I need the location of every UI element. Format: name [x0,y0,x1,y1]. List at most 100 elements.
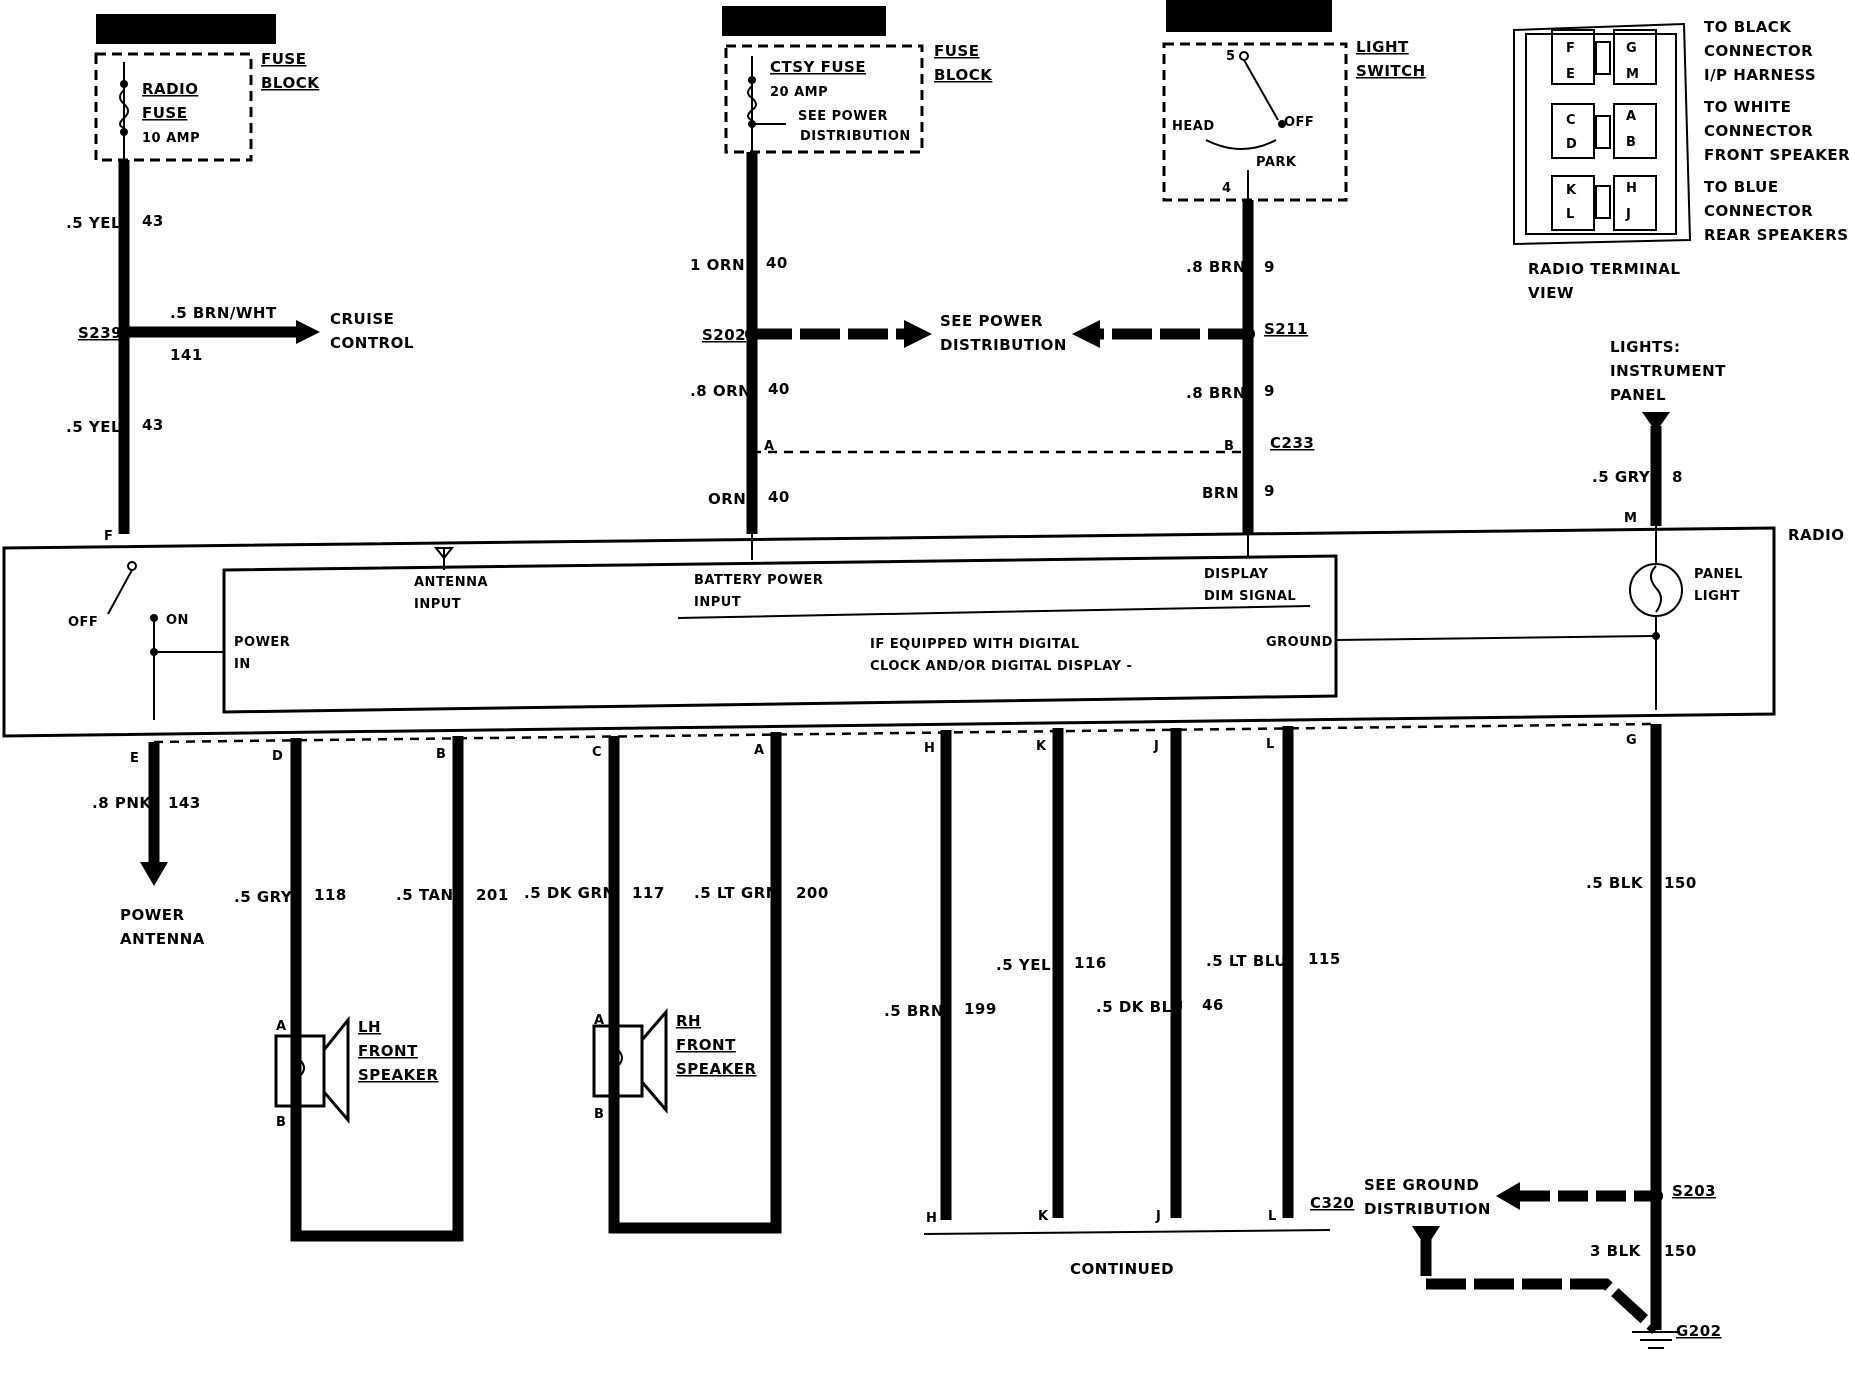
light-switch-park: PARK [1256,155,1297,170]
term-pin-H: H [1626,181,1637,196]
w201-color: .5 TAN [396,886,454,904]
title-bar-ctsy-fuse [722,6,886,36]
w143-num: 143 [168,794,201,812]
title-bar-light-switch [1166,0,1332,32]
w43b-color: .5 YEL [66,418,121,436]
radio-equipped1: IF EQUIPPED WITH DIGITAL [870,637,1080,652]
lights-arrow [1642,412,1670,432]
radio-display2: DIM SIGNAL [1204,589,1296,604]
w43b-num: 43 [142,416,164,434]
radio-fuse-title: FUSE [261,50,306,68]
splice-s203: S203 [1672,1182,1716,1200]
w46-color: .5 DK BLU [1096,998,1184,1016]
term-caption2: VIEW [1528,284,1574,302]
term-black-1: TO BLACK [1704,18,1792,36]
ground-g202: G202 [1676,1322,1722,1340]
antenna-arrow [140,862,168,886]
term-white-1: TO WHITE [1704,98,1791,116]
radio-equipped2: CLOCK AND/OR DIGITAL DISPLAY - [870,659,1132,674]
light-switch-head: HEAD [1172,119,1215,134]
light-switch-title2: SWITCH [1356,62,1426,80]
ctsy-fuse-note1: SEE POWER [798,109,888,124]
radio-power-in2: IN [234,657,251,672]
radio-display1: DISPLAY [1204,567,1269,582]
note-ground1: SEE GROUND [1364,1176,1479,1194]
w40a-num: 40 [766,254,788,272]
w46-num: 46 [1202,996,1224,1014]
note-antenna2: ANTENNA [120,930,205,948]
term-pin-J: J [1625,207,1631,222]
ctsy-fuse-title: FUSE [934,42,979,60]
w201-num: 201 [476,886,509,904]
pin-D: D [272,749,283,764]
cruise-arrow [296,320,320,344]
w116-num: 116 [1074,954,1107,972]
w150a-color: .5 BLK [1586,874,1644,892]
wire-118-201-loop [290,736,464,1242]
term-white-2: CONNECTOR [1704,122,1813,140]
pin-K: K [1036,739,1047,754]
splice-s239: S239 [78,324,122,342]
note-pwr2: DISTRIBUTION [940,336,1067,354]
splice-s202: S202 [702,326,746,344]
radio-panel2: LIGHT [1694,589,1740,604]
radio-battery1: BATTERY POWER [694,573,823,588]
lh-pin-b: B [276,1115,286,1130]
pin-J: J [1153,739,1159,754]
w9c-num: 9 [1264,482,1275,500]
radio-fuse-amp: 10 AMP [142,131,200,146]
pin-E: E [130,751,139,766]
w117-num: 117 [632,884,665,902]
term-pin-C: C [1566,113,1576,128]
term-pin-D: D [1566,137,1577,152]
radio-panel1: PANEL [1694,567,1743,582]
note-continued: CONTINUED [1070,1260,1174,1278]
rh-pin-a: A [594,1013,605,1028]
splice-s211: S211 [1264,320,1308,338]
w116-color: .5 YEL [996,956,1051,974]
note-antenna1: POWER [120,906,185,924]
w40c-color: ORN [708,490,746,508]
rh-speaker-2: FRONT [676,1036,736,1054]
radio-fuse-name2: FUSE [142,104,187,122]
lh-front-speaker [274,1015,350,1125]
term-caption1: RADIO TERMINAL [1528,260,1680,278]
w9b-color: .8 BRN [1186,384,1246,402]
radio-power-in1: POWER [234,635,290,650]
w8-color: .5 GRY [1592,468,1651,486]
w117-color: .5 DK GRN [524,884,616,902]
term-blue-1: TO BLUE [1704,178,1779,196]
pin-F: F [104,529,113,544]
w200-num: 200 [796,884,829,902]
w115-num: 115 [1308,950,1341,968]
radio-label: RADIO [1788,526,1844,544]
c320-pin-H: H [926,1211,937,1226]
light-switch-off: OFF [1284,115,1314,130]
radio-terminal-view: F G E M C A D B K H L J RADIO TERMINAL V… [1513,18,1850,302]
radio-fuse-block: RADIO FUSE 10 AMP FUSE BLOCK [94,50,320,162]
term-pin-M: M [1626,67,1639,82]
w200-color: .5 LT GRN [694,884,779,902]
term-pin-E: E [1566,67,1575,82]
c320-brace [923,1229,1331,1235]
c320-pin-K: K [1038,1209,1049,1224]
ctsy-fuse-note2: DISTRIBUTION [800,129,911,144]
ctsy-fuse-name: CTSY FUSE [770,58,866,76]
pin-M: M [1624,511,1637,526]
wire-117-200-loop [608,732,782,1234]
light-switch-pin4: 4 [1222,181,1232,196]
light-switch-pin5: 5 [1226,49,1236,64]
w118-color: .5 GRY [234,888,293,906]
bottom-connector [153,722,1657,744]
w9c-color: BRN [1202,484,1239,502]
w150a-num: 150 [1664,874,1697,892]
rh-speaker-1: RH [676,1012,701,1030]
rh-pin-b: B [594,1107,604,1122]
w9a-num: 9 [1264,258,1275,276]
note-lights2: INSTRUMENT [1610,362,1726,380]
radio-on: ON [166,613,189,628]
connector-c233-label: C233 [1270,434,1314,452]
note-ground2: DISTRIBUTION [1364,1200,1491,1218]
rh-speaker-3: SPEAKER [676,1060,757,1078]
